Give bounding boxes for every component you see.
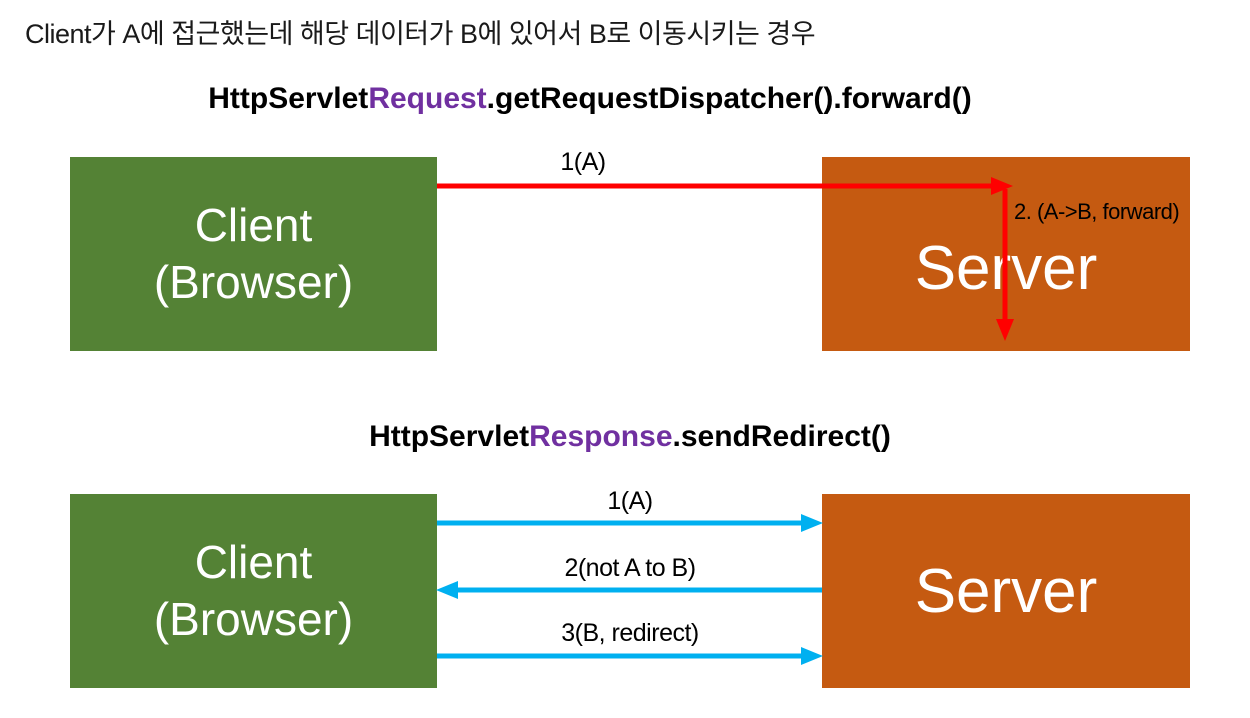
forward-client-label-line2: (Browser) <box>153 256 354 308</box>
redirect-heading-prefix: HttpServlet <box>369 420 530 453</box>
redirect-arrow-1 <box>437 514 823 532</box>
forward-client-label-line1: Client <box>194 198 313 251</box>
forward-heading-suffix: .getRequestDispatcher().forward() <box>486 82 972 115</box>
slide-title: Client가 A에 접근했는데 해당 데이터가 B에 있어서 B로 이동시키는… <box>25 19 816 49</box>
redirect-arrow-3 <box>437 647 823 665</box>
forward-heading-prefix: HttpServlet <box>208 82 369 115</box>
redirect-arrow-2 <box>436 581 822 599</box>
forward-client-box: Client (Browser) <box>70 157 437 351</box>
forward-internal-arrow-label: 2. (A->B, forward) <box>1014 199 1180 224</box>
redirect-arrow-3-label: 3(B, redirect) <box>561 619 699 647</box>
redirect-arrow-1-label: 1(A) <box>607 487 653 515</box>
redirect-heading-suffix: .sendRedirect() <box>672 420 891 453</box>
redirect-client-label-line1: Client <box>194 535 313 588</box>
redirect-arrow-3-head <box>801 647 823 665</box>
redirect-arrow-2-head <box>436 581 458 599</box>
redirect-heading-highlight: Response <box>529 420 673 453</box>
redirect-server-label: Server <box>914 556 1098 626</box>
redirect-section-heading: HttpServletResponse.sendRedirect() <box>0 420 1250 454</box>
redirect-arrow-1-head <box>801 514 823 532</box>
forward-server-box: Server <box>822 157 1190 351</box>
forward-request-arrow-label: 1(A) <box>560 148 606 176</box>
redirect-client-label-line2: (Browser) <box>153 593 354 645</box>
redirect-server-box: Server <box>822 494 1190 688</box>
redirect-arrow-2-label: 2(not A to B) <box>564 554 696 582</box>
forward-heading-highlight: Request <box>368 82 487 115</box>
redirect-client-box: Client (Browser) <box>70 494 437 688</box>
forward-section-heading: HttpServletRequest.getRequestDispatcher(… <box>0 82 1180 116</box>
